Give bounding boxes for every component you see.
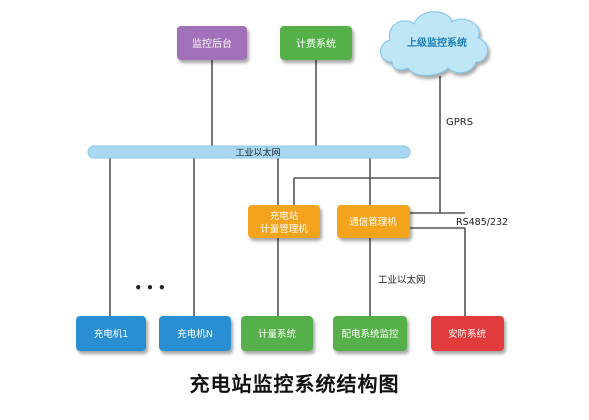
charger-1-node: 充电机1 <box>76 316 146 351</box>
charger-1-label: 充电机1 <box>94 328 129 340</box>
security-system-box <box>431 316 504 351</box>
system-architecture-diagram: 上级监控系统 监控后台 计费系统 GPRS 工业以太网 充电站 计量管理机 通信… <box>76 11 508 351</box>
metering-system-label: 计量系统 <box>258 328 297 340</box>
comm-manager-label: 通信管理机 <box>349 216 397 228</box>
charging-meter-label-line1: 充电站 <box>270 210 299 222</box>
distribution-monitor-label: 配电系统监控 <box>341 328 399 340</box>
comm-manager-box <box>337 205 410 238</box>
monitor-backend-node: 监控后台 <box>177 26 247 60</box>
comm-manager-node: 通信管理机 <box>337 205 410 238</box>
distribution-monitor-node: 配电系统监控 <box>333 316 407 351</box>
diagram-caption: 充电站监控系统结构图 <box>189 372 400 396</box>
security-system-node: 安防系统 <box>431 316 504 351</box>
charger-n-box <box>159 316 231 351</box>
connector-lines <box>109 60 466 316</box>
monitor-backend-label: 监控后台 <box>192 37 232 50</box>
rs485-label: RS485/232 <box>456 217 508 228</box>
billing-system-node: 计费系统 <box>280 26 352 60</box>
ethernet-bus: 工业以太网 <box>87 145 411 159</box>
monitor-backend-box <box>177 26 247 60</box>
metering-system-node: 计量系统 <box>241 316 313 351</box>
charger-ellipsis: • • • <box>134 281 165 295</box>
security-system-label: 安防系统 <box>448 328 487 340</box>
upper-monitor-cloud: 上级监控系统 <box>380 11 488 76</box>
charging-meter-label-line2: 计量管理机 <box>260 223 308 235</box>
charger-n-node: 充电机N <box>159 316 231 351</box>
cloud-shape <box>380 11 488 76</box>
upper-monitor-label: 上级监控系统 <box>407 36 467 49</box>
charger-1-box <box>76 316 146 351</box>
gprs-label: GPRS <box>446 117 473 128</box>
billing-system-box <box>280 26 352 60</box>
charging-meter-node: 充电站 计量管理机 <box>248 205 320 238</box>
billing-system-label: 计费系统 <box>296 37 336 50</box>
charger-n-label: 充电机N <box>177 328 213 340</box>
local-ethernet-label: 工业以太网 <box>378 274 426 286</box>
charging-meter-box <box>248 205 320 238</box>
ethernet-bus-bar <box>87 145 411 159</box>
metering-system-box <box>241 316 313 351</box>
distribution-monitor-box <box>333 316 407 351</box>
ethernet-bus-label: 工业以太网 <box>235 147 280 159</box>
